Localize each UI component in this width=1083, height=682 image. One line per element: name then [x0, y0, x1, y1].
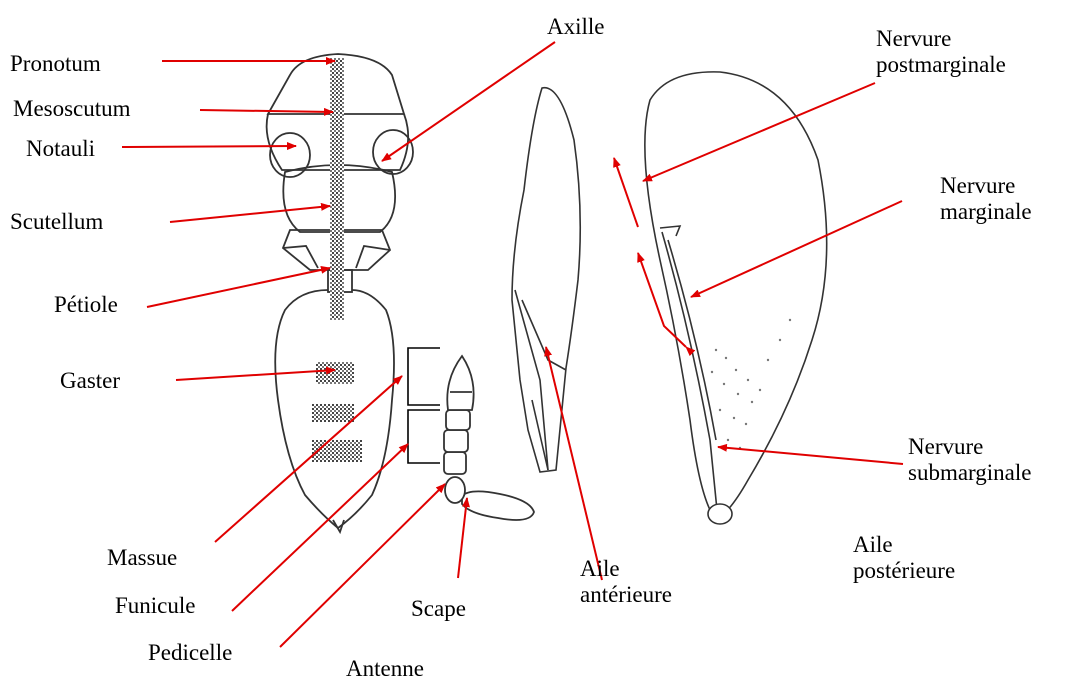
- pointer-arrows: [122, 42, 903, 647]
- label-nervure-postmarginale: Nervure postmarginale: [876, 26, 1041, 78]
- arrow-petiole: [147, 268, 330, 307]
- arrow-wing-vein-upper: [614, 158, 638, 227]
- label-mesoscutum: Mesoscutum: [13, 96, 131, 122]
- antenna-brackets: [408, 348, 440, 463]
- funicule-segment-2: [444, 430, 468, 452]
- arrow-massue: [215, 376, 402, 542]
- arrow-scutellum: [170, 206, 330, 222]
- label-nervure-submarginale: Nervure submarginale: [908, 434, 1078, 486]
- arrow-pedicelle: [280, 484, 445, 647]
- arrow-axille: [382, 42, 555, 161]
- massue-shape: [447, 356, 473, 410]
- funicule-segment-3: [446, 410, 470, 430]
- label-pedicelle: Pedicelle: [148, 640, 232, 666]
- arrow-nervure-marginale: [691, 201, 902, 297]
- label-petiole: Pétiole: [54, 292, 118, 318]
- hindwing-outline: [645, 72, 827, 520]
- arrow-notauli: [122, 146, 296, 147]
- label-scape: Scape: [411, 596, 466, 622]
- label-aile-anterieure: Aile antérieure: [580, 556, 692, 608]
- funicule-segment-1: [444, 452, 466, 474]
- label-aile-posterieure: Aile postérieure: [853, 532, 965, 584]
- arrow-nervure-submarginale: [718, 447, 903, 464]
- arrow-aile-anterieure: [546, 347, 602, 580]
- label-axille: Axille: [547, 14, 605, 40]
- arrow-mesoscutum: [200, 110, 333, 112]
- label-notauli: Notauli: [26, 136, 95, 162]
- arrow-gaster: [176, 370, 335, 380]
- scape-shape: [462, 491, 534, 520]
- forewing-drawing: [512, 88, 580, 472]
- label-antenne: Antenne: [346, 656, 424, 682]
- forewing-outline: [512, 88, 580, 472]
- body-shading: [312, 58, 362, 462]
- label-pronotum: Pronotum: [10, 51, 101, 77]
- arrow-funicule: [232, 444, 408, 611]
- arrow-scape: [458, 498, 467, 578]
- label-scutellum: Scutellum: [10, 209, 103, 235]
- label-funicule: Funicule: [115, 593, 196, 619]
- label-nervure-marginale: Nervure marginale: [940, 173, 1070, 225]
- pedicelle-shape: [445, 477, 465, 503]
- label-massue: Massue: [107, 545, 177, 571]
- label-gaster: Gaster: [60, 368, 120, 394]
- arrow-nervure-postmarginale: [643, 83, 875, 181]
- hindwing-venation-dots: [711, 319, 791, 449]
- hindwing-drawing: [645, 72, 827, 524]
